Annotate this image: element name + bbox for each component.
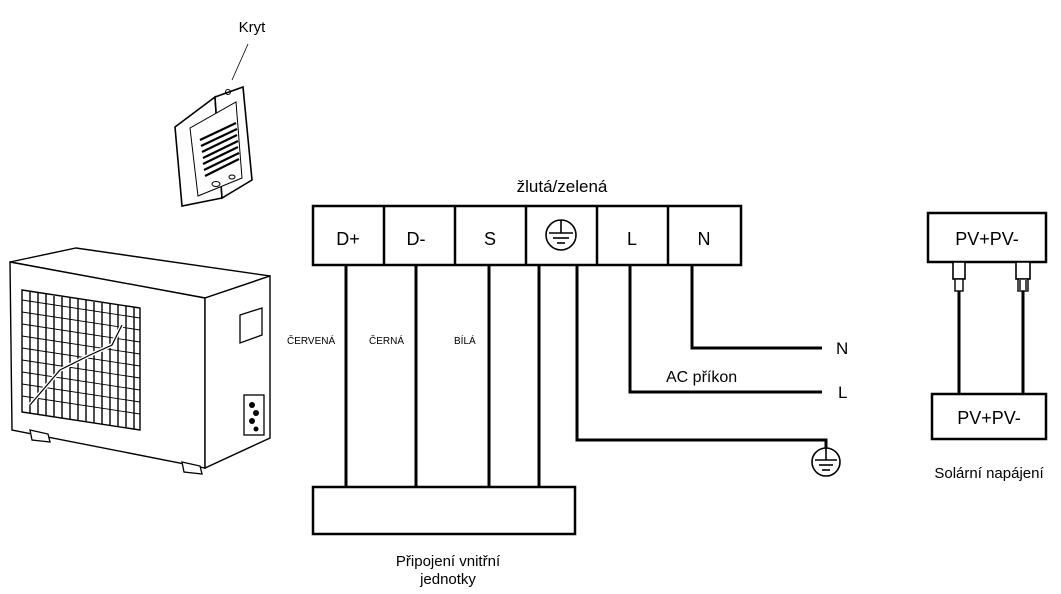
- pv-connector-bottom: [930, 392, 1048, 441]
- ground-wire-color-label: žlutá/zelená: [517, 177, 608, 196]
- earth-ground-icon: [545, 219, 577, 251]
- terminal-d-minus: D-: [407, 229, 426, 249]
- pv-top-label: PV+PV-: [955, 229, 1019, 249]
- pv-plug-right: [1015, 261, 1031, 292]
- ac-input-label: AC příkon: [666, 369, 737, 386]
- terminal-l: L: [627, 229, 637, 249]
- pv-plug-left: [952, 261, 966, 292]
- ac-l-label: L: [838, 383, 847, 402]
- indoor-connection-box: [311, 485, 577, 536]
- pv-connector-top: [926, 211, 1048, 264]
- pv-bottom-label: PV+PV-: [957, 408, 1021, 428]
- cover-illustration: [174, 85, 253, 207]
- earth-ground-icon: [811, 447, 841, 477]
- cover-leader-line: [231, 43, 249, 81]
- terminal-s: S: [484, 229, 496, 249]
- wire-color-red-label: ČERVENÁ: [287, 334, 335, 347]
- outdoor-unit-illustration: [9, 247, 271, 475]
- wire-live: [628, 265, 822, 394]
- indoor-connection-label-line2: jednotky: [419, 571, 476, 588]
- terminal-block: D+ D- S L N: [311, 204, 743, 267]
- terminal-n: N: [698, 229, 711, 249]
- wire-earth: [575, 265, 828, 448]
- ac-n-label: N: [836, 339, 848, 358]
- wire-neutral: [690, 265, 822, 350]
- wire-color-black-label: ČERNÁ: [369, 334, 404, 347]
- solar-caption: Solární napájení: [934, 465, 1044, 482]
- wire-color-white-label: BÍLÁ: [454, 334, 476, 347]
- terminal-d-plus: D+: [336, 229, 360, 249]
- indoor-connection-label-line1: Připojení vnitřní: [396, 553, 501, 570]
- cover-label: Kryt: [239, 19, 267, 36]
